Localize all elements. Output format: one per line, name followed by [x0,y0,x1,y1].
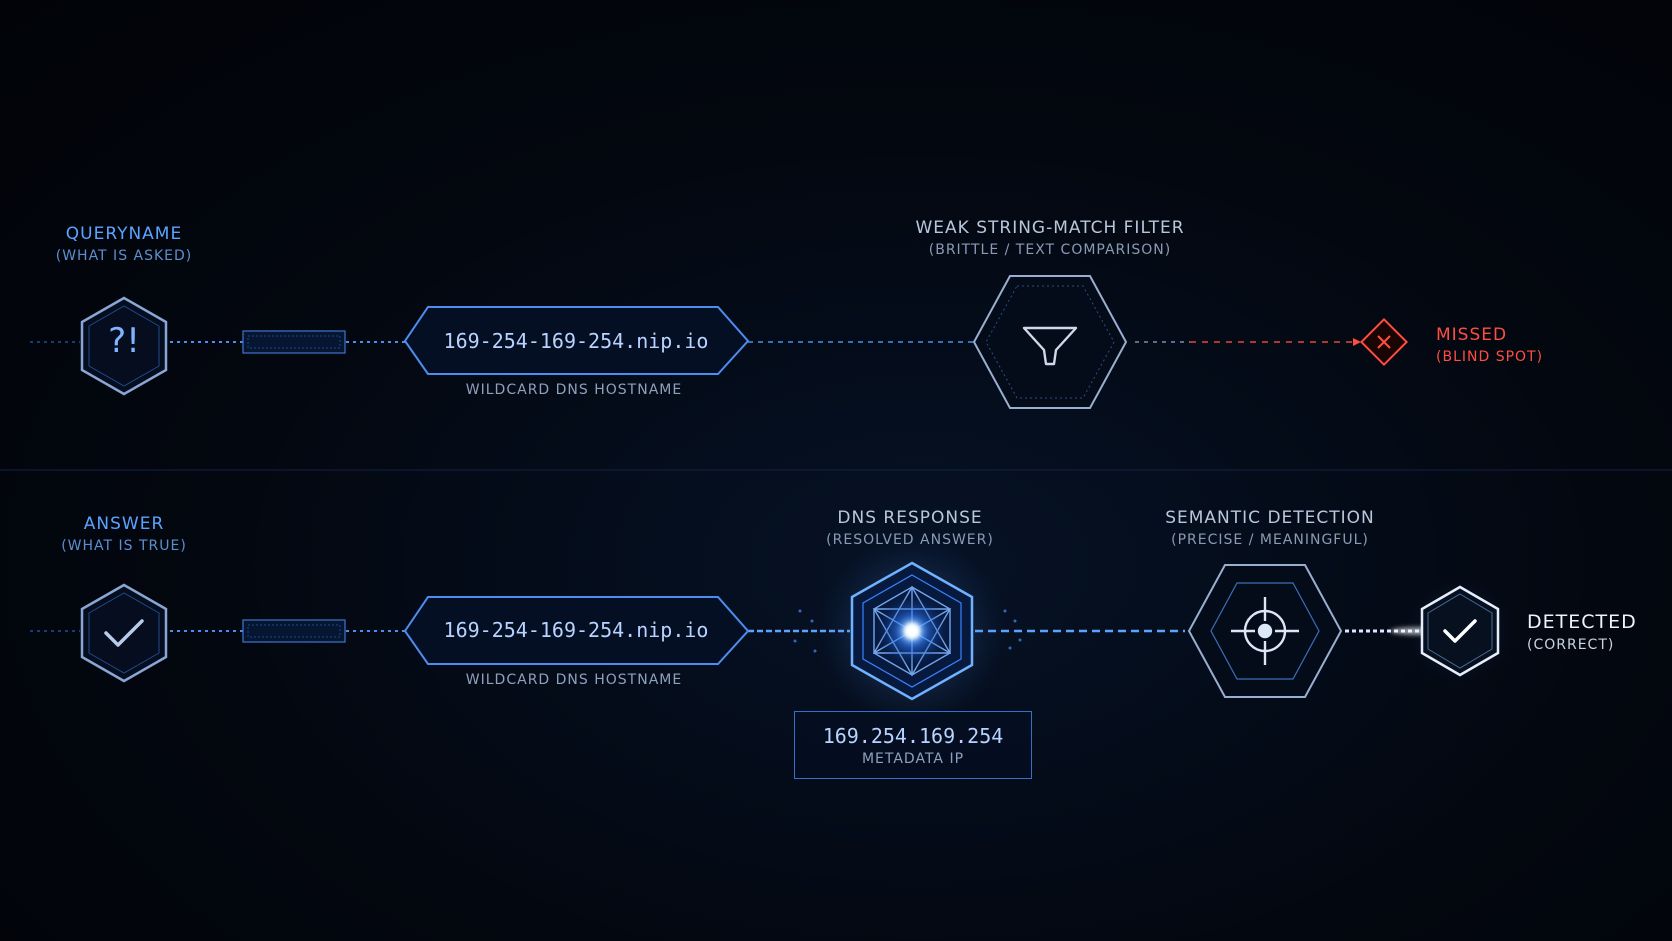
answer-title: ANSWER [83,514,165,534]
queryname-title: QUERYNAME [65,224,183,244]
dns-response-crystal [817,536,1007,726]
metadata-ip-label: METADATA IP [861,751,965,767]
semantic-subtitle: (PRECISE / MEANINGFUL) [1171,532,1369,548]
answer-subtitle: (WHAT IS TRUE) [61,538,187,554]
filter-subtitle: (BRITTLE / TEXT COMPARISON) [928,242,1172,258]
missed-title: MISSED [1436,325,1508,345]
hostname-caption-top: WILDCARD DNS HOSTNAME [465,382,683,398]
answer-hexagon [80,583,168,683]
hostname-value-bottom: 169-254-169-254.nip.io [443,618,709,642]
hostname-capsule-top [403,306,750,375]
hostname-caption-bottom: WILDCARD DNS HOSTNAME [465,672,683,688]
queryname-subtitle: (WHAT IS ASKED) [55,248,193,264]
missed-label: MISSED (BLIND SPOT) [1436,325,1543,365]
filter-title: WEAK STRING-MATCH FILTER [915,218,1185,238]
missed-subtitle: (BLIND SPOT) [1436,349,1544,365]
detected-subtitle: (CORRECT) [1527,637,1615,653]
semantic-label: SEMANTIC DETECTION (PRECISE / MEANINGFUL… [1165,508,1375,548]
checkmark-icon [104,619,144,647]
crosshair-icon [1231,597,1299,665]
queryname-label: QUERYNAME (WHAT IS ASKED) [56,224,193,264]
dns-response-label: DNS RESPONSE (RESOLVED ANSWER) [826,508,994,548]
detected-hexagon [1405,576,1515,686]
metadata-ip-value: 169.254.169.254 [822,724,1004,748]
hostname-capsule-bottom [403,596,750,665]
answer-label: ANSWER (WHAT IS TRUE) [61,514,187,554]
top-connectors [30,338,1361,346]
filter-label: WEAK STRING-MATCH FILTER (BRITTLE / TEXT… [915,218,1184,258]
semantic-hexagon [1187,564,1343,698]
funnel-icon [1022,326,1078,366]
semantic-title: SEMANTIC DETECTION [1165,508,1375,528]
metadata-ip-box: 169.254.169.254 METADATA IP [794,711,1032,779]
connector-chip-top [242,330,346,354]
dns-response-subtitle: (RESOLVED ANSWER) [826,532,994,548]
checkmark-icon [1443,619,1477,643]
filter-hexagon [972,275,1128,409]
dns-response-title: DNS RESPONSE [837,508,983,528]
detected-title: DETECTED [1527,611,1637,633]
detected-label: DETECTED (CORRECT) [1527,611,1637,653]
question-exclamation-icon: ?! [108,321,140,361]
connector-chip-bottom [242,619,346,643]
x-diamond-icon [1359,317,1409,367]
hostname-value-top: 169-254-169-254.nip.io [443,329,709,353]
queryname-hexagon [80,296,168,396]
